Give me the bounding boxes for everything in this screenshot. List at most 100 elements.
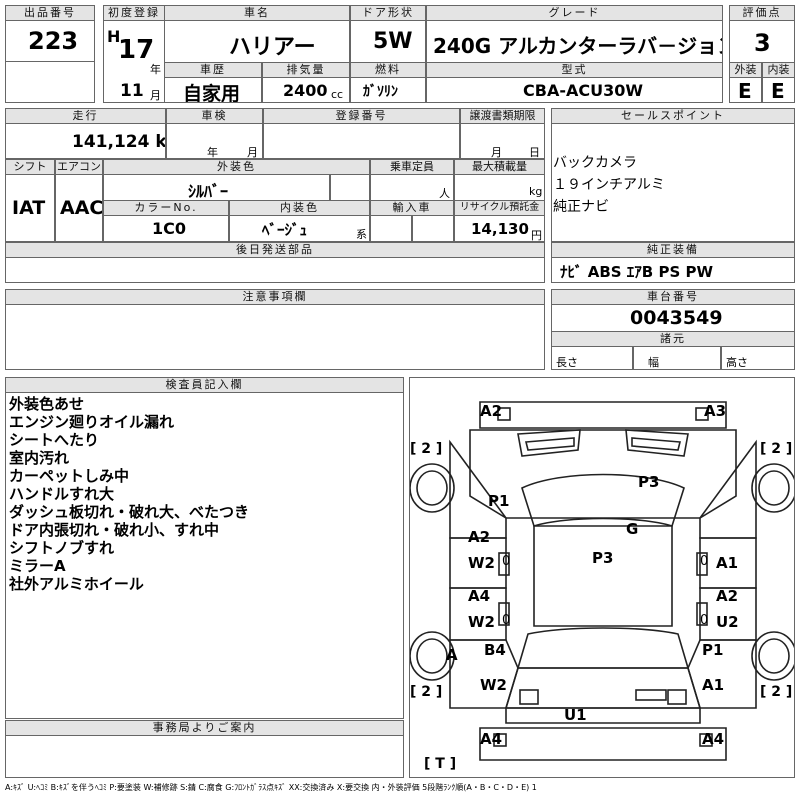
import-cell-b bbox=[412, 215, 454, 242]
reg-month: 11 bbox=[120, 81, 144, 101]
interior-grade: E bbox=[771, 79, 785, 103]
shift-cell: IAT bbox=[5, 174, 55, 242]
caution-label: 注意事項欄 bbox=[5, 289, 545, 305]
mileage-label: 走行 bbox=[5, 108, 166, 124]
later-parts-cell bbox=[5, 257, 545, 283]
spec-height-cell: 高さ bbox=[721, 346, 795, 370]
lot-cell: 223 bbox=[5, 20, 95, 62]
transfer-label: 譲渡書類期限 bbox=[460, 108, 545, 124]
note-8: ドア内張切れ・破れ小、すれ中 bbox=[9, 521, 220, 539]
mark-zero-a: 0 bbox=[502, 554, 511, 569]
displacement-label: 排気量 bbox=[262, 62, 350, 78]
shift-label: シフト bbox=[5, 159, 55, 175]
spec-width-cell: 幅 bbox=[633, 346, 721, 370]
note-10: ミラーA bbox=[9, 557, 66, 575]
mark-g-glass: G bbox=[626, 520, 639, 538]
fuel-label: 燃料 bbox=[350, 62, 426, 78]
recycle-unit: 円 bbox=[531, 229, 542, 242]
capacity-cell: 人 bbox=[370, 174, 454, 201]
mark-tire-fl: [ 2 ] bbox=[410, 441, 443, 457]
ext-color-cell: ｼﾙﾊﾞｰ bbox=[103, 174, 330, 201]
reg-number-label: 登録番号 bbox=[263, 108, 460, 124]
color-no: 1C0 bbox=[152, 219, 187, 238]
caution-cell bbox=[5, 304, 545, 370]
score-cell: 3 bbox=[729, 20, 795, 63]
inspection-year-unit: 年 bbox=[207, 146, 218, 159]
grade-label: グレード bbox=[426, 5, 723, 21]
ext-color-label: 外装色 bbox=[103, 159, 370, 175]
fuel-cell: ｶﾞｿﾘﾝ bbox=[350, 77, 426, 103]
history: 自家用 bbox=[183, 83, 241, 103]
load-cell: kg bbox=[454, 174, 545, 201]
genuine-equipment-label: 純正装備 bbox=[551, 242, 795, 258]
chassis-number: 0043549 bbox=[630, 307, 723, 329]
transfer-cell: 月 日 bbox=[460, 123, 545, 159]
mark-zero-b: 0 bbox=[700, 554, 709, 569]
mark-p1-fender: P1 bbox=[488, 492, 510, 510]
mark-p3-roof: P3 bbox=[592, 549, 614, 567]
recycle-label: リサイクル預託金 bbox=[454, 200, 545, 216]
mark-a1-door-fr: A1 bbox=[716, 554, 739, 572]
color-no-label: カラーNo. bbox=[103, 200, 229, 216]
chassis-label: 車台番号 bbox=[551, 289, 795, 305]
capacity-unit: 人 bbox=[439, 187, 450, 200]
grade-cell: 240G アルカンターラバ－ジョン bbox=[426, 20, 723, 63]
reg-number-cell bbox=[263, 123, 460, 159]
recycle-fee: 14,130 bbox=[471, 220, 529, 238]
mark-tire-rl: [ 2 ] bbox=[410, 684, 443, 700]
legend: A:ｷｽﾞ U:ﾍｺﾐ B:ｷｽﾞを伴うﾍｺﾐ P:要塗装 W:補修跡 S:錆 … bbox=[5, 783, 537, 792]
model: CBA-ACU30W bbox=[523, 81, 643, 100]
mark-p3-hood: P3 bbox=[638, 473, 660, 491]
fuel: ｶﾞｿﾘﾝ bbox=[363, 84, 398, 100]
spec-length-cell: 長さ bbox=[551, 346, 633, 370]
car-outline bbox=[410, 401, 794, 761]
exterior-cell: E bbox=[729, 77, 762, 103]
recycle-cell: 14,130 円 bbox=[454, 215, 545, 242]
note-4: 室内汚れ bbox=[9, 449, 70, 467]
mark-a1-rear-r: A1 bbox=[702, 676, 725, 694]
door-type: 5W bbox=[373, 29, 413, 54]
mark-zero-d: 0 bbox=[700, 613, 709, 628]
mark-a2-door-fl: A2 bbox=[468, 528, 491, 546]
name-label: 車名 bbox=[164, 5, 350, 21]
model-cell: CBA-ACU30W bbox=[426, 77, 723, 103]
car-diagram: A2 A3 [ 2 ] [ 2 ] P3 P1 G P3 A2 W2 0 A1 … bbox=[409, 377, 795, 778]
mark-p1-quarter-r: P1 bbox=[702, 641, 724, 659]
mark-a4-rear-r: A4 bbox=[702, 730, 725, 748]
shift: IAT bbox=[12, 197, 46, 219]
sales-points-cell: バックカメラ １９インチアルミ 純正ナビ bbox=[551, 123, 795, 242]
mark-a-wheel: A bbox=[446, 646, 458, 664]
first-reg-cell: H 17 年 11 月 bbox=[103, 20, 165, 103]
reg-year-unit: 年 bbox=[150, 63, 161, 76]
displacement: 2400 bbox=[283, 81, 328, 100]
ac-label: エアコン bbox=[55, 159, 103, 175]
note-5: カーペットしみ中 bbox=[9, 467, 130, 485]
mark-tire-t: [ T ] bbox=[424, 756, 457, 772]
reg-month-unit: 月 bbox=[150, 89, 161, 102]
door-cell: 5W bbox=[350, 20, 426, 63]
history-cell: 自家用 bbox=[164, 77, 262, 103]
displacement-unit: cc bbox=[331, 88, 344, 101]
transfer-month: 月 bbox=[491, 146, 502, 159]
score-label: 評価点 bbox=[729, 5, 795, 21]
int-color: ﾍﾞｰｼﾞｭ bbox=[262, 221, 308, 239]
int-color-cell: ﾍﾞｰｼﾞｭ 系 bbox=[229, 215, 370, 242]
spec-height: 高さ bbox=[726, 356, 748, 369]
first-reg-label: 初度登録 bbox=[103, 5, 165, 21]
int-color-suffix: 系 bbox=[356, 228, 367, 241]
ext-color: ｼﾙﾊﾞｰ bbox=[188, 182, 229, 201]
color-no-cell: 1C0 bbox=[103, 215, 229, 242]
office-label: 事務局よりご案内 bbox=[5, 720, 404, 736]
ac: AAC bbox=[60, 197, 103, 219]
inspector-label: 検査員記入欄 bbox=[5, 377, 404, 393]
inspection-label: 車検 bbox=[166, 108, 263, 124]
load-unit: kg bbox=[529, 185, 543, 198]
displacement-cell: 2400 cc bbox=[262, 77, 350, 103]
chassis-cell: 0043549 bbox=[551, 304, 795, 332]
inspection-cell: 年 月 bbox=[166, 123, 263, 159]
reg-year: 17 bbox=[118, 35, 155, 65]
note-3: シートへたり bbox=[9, 431, 100, 449]
lot-label: 出品番号 bbox=[5, 5, 95, 21]
note-2: エンジン廻りオイル漏れ bbox=[9, 413, 175, 431]
note-7: ダッシュ板切れ・破れ大、べたつき bbox=[9, 503, 250, 521]
